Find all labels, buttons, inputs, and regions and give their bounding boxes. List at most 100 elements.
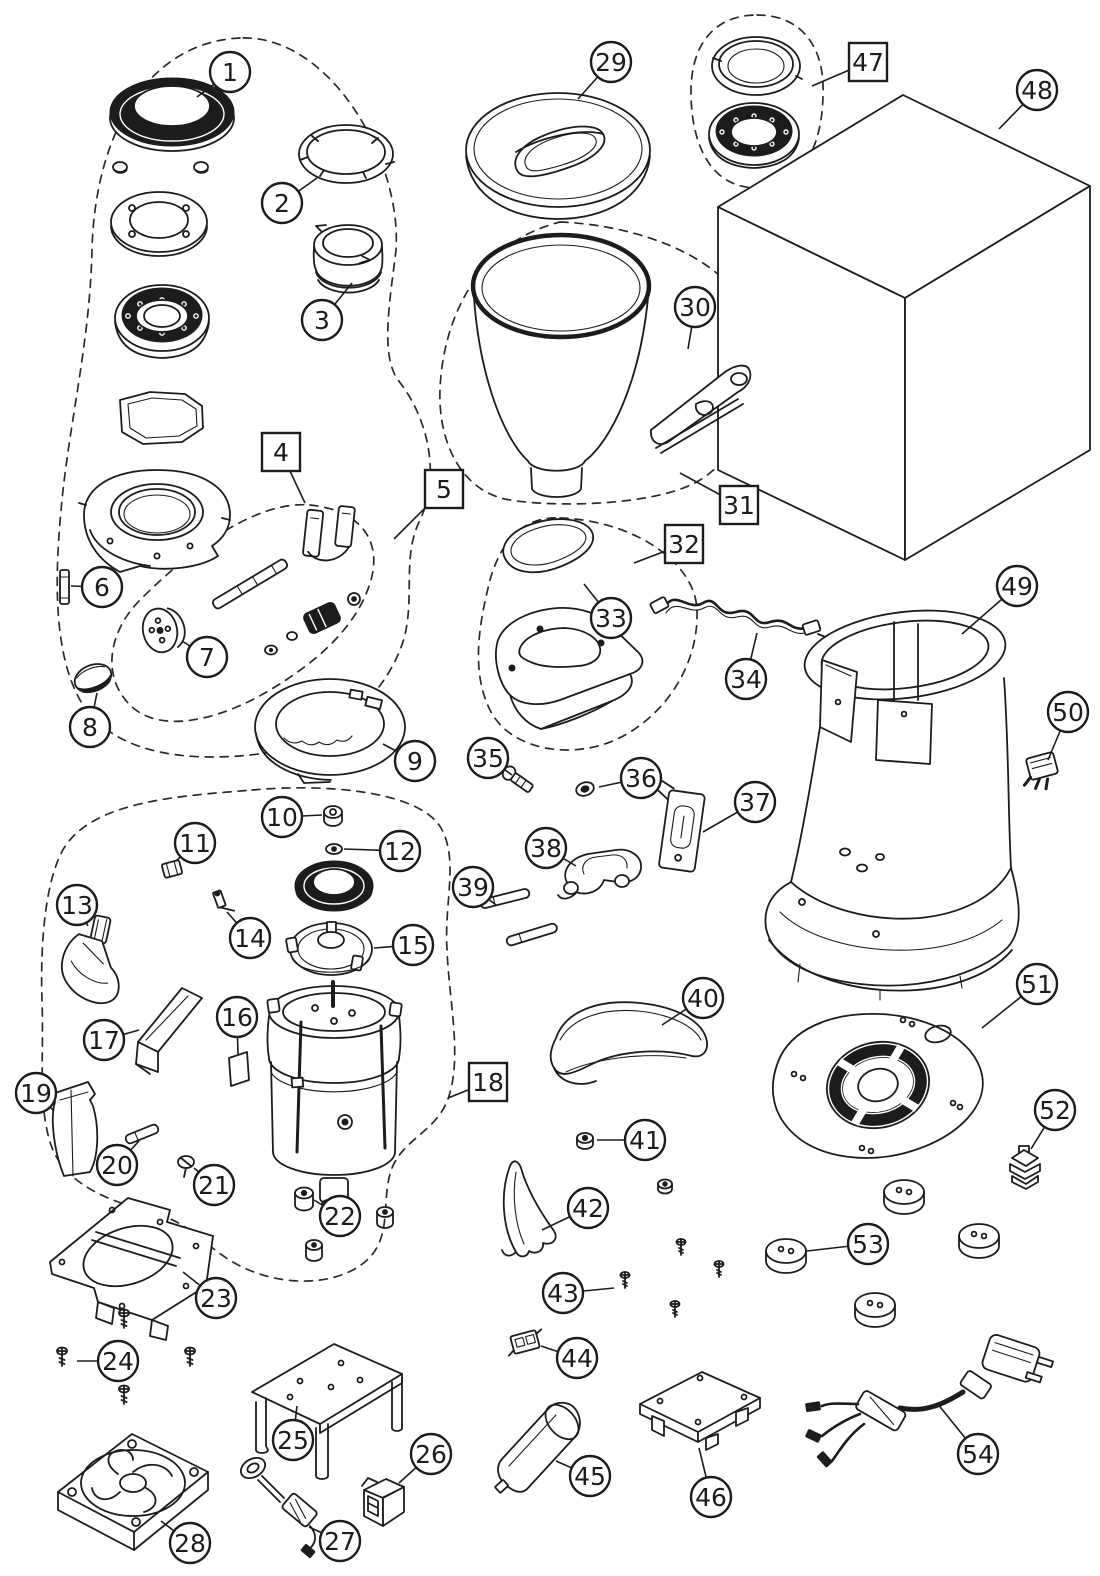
callout-33: 33 (583, 583, 633, 640)
part-clip-screw-14 (212, 889, 236, 912)
callout-1-number: 1 (222, 58, 238, 87)
callout-28-marker (168, 1521, 212, 1565)
callout-47: 47 (811, 41, 889, 87)
callout-4: 4 (260, 431, 306, 504)
callout-51-marker (1015, 962, 1059, 1006)
callout-7-marker (185, 635, 229, 679)
callout-53-marker (846, 1222, 890, 1266)
callout-44-number: 44 (561, 1344, 593, 1373)
callout-5: 5 (393, 468, 465, 540)
callout-52-marker (1033, 1088, 1077, 1132)
callout-10-number: 10 (266, 803, 298, 832)
callout-42: 42 (541, 1186, 610, 1231)
part-bracket-17 (135, 987, 203, 1075)
part-drive-shaft (212, 558, 288, 610)
callout-29-marker (589, 40, 633, 84)
callout-48-marker (1015, 68, 1059, 112)
callout-23-marker (194, 1276, 238, 1320)
callout-49-marker (995, 564, 1039, 608)
callout-38-number: 38 (530, 834, 562, 863)
callout-20-marker (95, 1143, 139, 1187)
part-lower-burr (294, 860, 374, 912)
callout-47-number: 47 (852, 48, 884, 77)
callout-17-number: 17 (88, 1026, 120, 1055)
part-gasket-octagon (119, 391, 204, 445)
callout-43-marker (541, 1271, 585, 1315)
callout-6-number: 6 (94, 573, 110, 602)
callout-8-number: 8 (82, 713, 98, 742)
callout-29: 29 (577, 40, 633, 100)
callout-42-number: 42 (572, 1194, 604, 1223)
callout-40-number: 40 (687, 984, 719, 1013)
callout-20: 20 (95, 1140, 140, 1187)
part-feet-53 (765, 1179, 1000, 1328)
callout-19-marker (14, 1071, 58, 1115)
callout-49-number: 49 (1001, 572, 1033, 601)
part-fork-38 (557, 848, 642, 900)
callout-18: 18 (447, 1061, 509, 1103)
part-thermostat-27 (239, 1456, 318, 1559)
callout-36-number: 36 (625, 764, 657, 793)
part-top-burr-ring (109, 77, 235, 152)
part-nuts-41 (576, 1132, 673, 1195)
callout-36-marker (619, 756, 663, 800)
callout-34-number: 34 (730, 665, 762, 694)
part-pin-20 (124, 1123, 160, 1145)
callout-12-number: 12 (384, 837, 416, 866)
callout-31-marker (718, 484, 760, 526)
callout-24-number: 24 (102, 1347, 134, 1376)
callout-13-number: 13 (61, 891, 93, 920)
part-screw-21 (177, 1155, 195, 1178)
callout-32-number: 32 (668, 530, 700, 559)
part-clip-11 (161, 859, 183, 879)
callout-32: 32 (633, 523, 705, 565)
part-adjust-ring-2 (298, 124, 395, 184)
part-bearing-47b (708, 102, 800, 169)
callout-12-marker (378, 829, 422, 873)
callout-10-marker (260, 795, 304, 839)
callout-39-number: 39 (457, 873, 489, 902)
part-main-housing (764, 609, 1020, 1001)
callout-14: 14 (226, 911, 272, 960)
callout-41: 41 (597, 1118, 667, 1162)
callout-24: 24 (77, 1339, 140, 1383)
part-sweeper-13 (61, 914, 120, 1005)
callout-48: 48 (998, 68, 1059, 130)
part-screws-24 (56, 1308, 196, 1405)
callout-45-number: 45 (574, 1462, 606, 1491)
part-burr-carrier-collar (78, 469, 231, 573)
callout-30: 30 (673, 285, 717, 350)
callout-5-number: 5 (436, 475, 452, 504)
callout-54: 54 (936, 1402, 1000, 1476)
part-screws-43 (619, 1238, 725, 1318)
callout-53-number: 53 (852, 1230, 884, 1259)
callout-23-number: 23 (200, 1284, 232, 1313)
part-bean-hopper (470, 232, 652, 498)
callout-49: 49 (961, 564, 1039, 635)
callout-31-number: 31 (723, 491, 755, 520)
callout-11-number: 11 (179, 829, 211, 858)
callout-38-marker (524, 826, 568, 870)
part-nut-10 (323, 805, 343, 827)
callout-8: 8 (68, 692, 112, 749)
callout-3-marker (300, 298, 344, 342)
callout-44-marker (555, 1336, 599, 1380)
callout-40-marker (681, 976, 725, 1020)
part-stand-25 (251, 1343, 403, 1480)
part-ring-47a (711, 36, 803, 96)
callout-23: 23 (182, 1271, 238, 1320)
callout-13: 13 (55, 883, 99, 927)
callout-22-marker (318, 1194, 362, 1238)
callout-53: 53 (806, 1222, 890, 1266)
callout-5-marker (423, 468, 465, 510)
callout-13-marker (55, 883, 99, 927)
callout-26: 26 (398, 1432, 453, 1484)
part-hopper-lid (465, 92, 651, 220)
callout-24-marker (96, 1339, 140, 1383)
part-bearing (114, 284, 210, 359)
callout-25-marker (271, 1418, 315, 1462)
part-motor (266, 980, 403, 1210)
part-button-52 (1009, 1145, 1041, 1190)
